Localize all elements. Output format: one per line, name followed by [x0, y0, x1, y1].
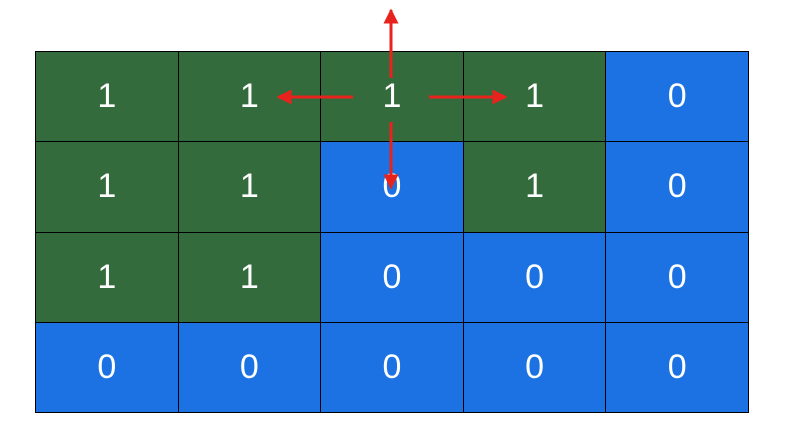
grid-cell-r1-c3: 1	[463, 142, 607, 233]
grid-cell-r0-c2: 1	[321, 52, 464, 143]
grid-cell-r3-c2: 0	[321, 322, 464, 413]
grid-cell-r2-c1: 1	[178, 232, 322, 323]
grid-cell-r1-c2: 0	[321, 142, 464, 233]
grid-cell-r1-c4: 0	[606, 142, 749, 233]
grid-cell-r0-c1: 1	[178, 52, 322, 143]
grid-cell-r3-c0: 0	[36, 322, 179, 413]
grid-cell-r3-c3: 0	[463, 322, 607, 413]
grid-cell-r3-c4: 0	[606, 322, 749, 413]
grid-cell-r3-c1: 0	[178, 322, 322, 413]
grid-cell-r1-c1: 1	[178, 142, 322, 233]
grid-cell-r1-c0: 1	[36, 142, 179, 233]
grid-cell-r2-c0: 1	[36, 232, 179, 323]
grid-cell-r0-c3: 1	[463, 52, 607, 143]
grid-cell-r2-c4: 0	[606, 232, 749, 323]
grid-cell-r2-c3: 0	[463, 232, 607, 323]
grid-cell-r2-c2: 0	[321, 232, 464, 323]
grid-cell-r0-c0: 1	[36, 52, 179, 143]
grid-cell-r0-c4: 0	[606, 52, 749, 143]
